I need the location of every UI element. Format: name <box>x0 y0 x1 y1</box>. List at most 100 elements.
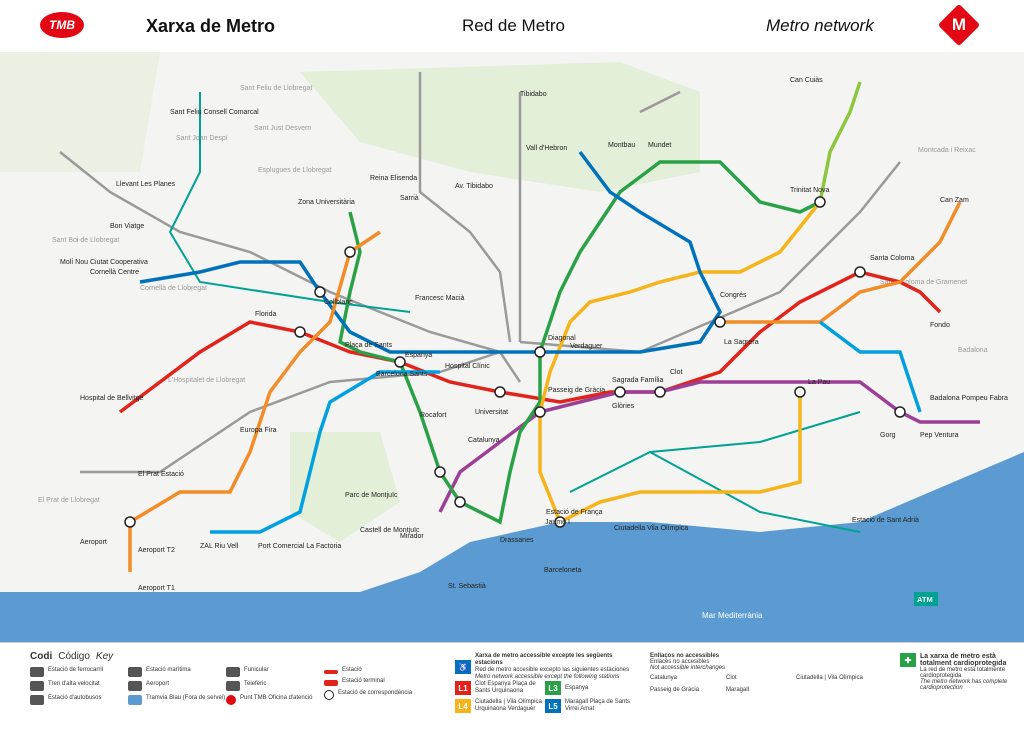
station-label: Florida <box>255 311 277 318</box>
header: TMB Xarxa de Metro Red de Metro Metro ne… <box>0 0 1024 52</box>
station-label: Barceloneta <box>544 567 581 574</box>
interchange-icon <box>324 690 334 700</box>
line-l11 <box>818 81 862 203</box>
station-label: Mundet <box>648 142 671 149</box>
station-label: Llevant Les Planes <box>116 181 176 188</box>
hood-sant-just: Sant Just Desvern <box>254 125 311 132</box>
svg-text:ATM: ATM <box>917 595 933 604</box>
cardioprotection-note: ✚ La xarxa de metro està totalment cardi… <box>900 653 1015 691</box>
station-label: Can Cuiàs <box>790 77 823 84</box>
station-label: Aeroport T2 <box>138 547 175 554</box>
station-label: Estació de França <box>546 509 603 516</box>
cable-car-icon <box>226 681 240 691</box>
station-label: Hospital Clínic <box>445 363 490 370</box>
station-label: Ciutadella Vila Olímpica <box>614 525 688 532</box>
station-label: Can Zam <box>940 197 969 204</box>
station-label: Jaume I <box>545 519 570 526</box>
station-label: Europa Fira <box>240 427 277 434</box>
west-park <box>0 52 160 172</box>
station-label: Zona Universitària <box>298 199 355 206</box>
station-label: Aeroport T1 <box>138 585 175 592</box>
hood-el-prat: El Prat de Llobregat <box>38 497 100 504</box>
station-label: Diagonal <box>548 335 576 342</box>
title-english: Metro network <box>766 16 874 35</box>
airplane-icon <box>128 681 142 691</box>
legend-col-2: Estació marítima Aeroport Tramvia Blau (… <box>128 667 228 709</box>
ferry-icon <box>128 667 142 677</box>
station-label: Parc de Montjuïc <box>345 492 398 499</box>
station-label: Espanya <box>405 352 432 359</box>
station-label: Aeroport <box>80 539 107 546</box>
hood-sant-boi: Sant Boi de Llobregat <box>52 237 119 244</box>
station-label: Sagrada Família <box>612 377 663 384</box>
tmb-logo: TMB <box>40 12 84 38</box>
station-label: Hospital de Bellvitge <box>80 395 144 402</box>
line-l3 <box>338 160 821 525</box>
station-label: Estació de Sant Adrià <box>852 517 919 524</box>
station-label: Trinitat Nova <box>790 187 830 194</box>
station-label: Port Comercial La Factoria <box>258 543 341 550</box>
neighborhood-labels: Sant Joan Despí Esplugues de Llobregat S… <box>38 85 988 504</box>
station-label: Tibidabo <box>520 91 547 98</box>
station-label: Passeig de Gràcia <box>548 387 605 394</box>
station-label: Clot <box>670 369 683 376</box>
tram-lines <box>168 92 861 533</box>
station-label: El Prat Estació <box>138 471 184 478</box>
legend-col-3: Funicular Telefèric Punt TMB Oficina d'a… <box>226 667 326 709</box>
wheelchair-icon: ♿ <box>455 660 471 674</box>
station-label: Glòries <box>612 403 635 410</box>
station-label: Barcelona Sants <box>376 371 428 378</box>
station-label: Drassanes <box>500 537 534 544</box>
interchange-circles <box>124 196 906 528</box>
legend-col-1: Estació de ferrocarril Tren d'alta veloc… <box>30 667 130 709</box>
station-label: Bon Viatge <box>110 223 144 230</box>
info-icon <box>226 695 236 705</box>
station-label: Rocafort <box>420 412 447 419</box>
metro-logo-icon: M <box>937 3 981 47</box>
station-label: Santa Coloma <box>870 255 914 262</box>
station-label: Universitat <box>475 409 508 416</box>
bus-icon <box>30 695 44 705</box>
sea-label: Mar Mediterrània <box>702 611 763 620</box>
hood-sant-joan-despi: Sant Joan Despí <box>176 135 228 142</box>
funicular-icon <box>226 667 240 677</box>
terminus-icon <box>324 680 338 686</box>
sea <box>0 452 1024 642</box>
station-label: St. Sebastià <box>448 583 486 590</box>
station-label: Collblanc <box>324 299 353 306</box>
station-label: Vall d'Hebron <box>526 145 567 152</box>
station-label: Castell de Montjuïc <box>360 527 420 534</box>
line-l4 <box>538 200 822 525</box>
high-speed-train-icon <box>30 681 44 691</box>
station-label: Sarrià <box>400 195 419 202</box>
hood-santa-coloma: Santa Coloma de Gramenet <box>880 279 967 286</box>
title-spanish: Red de Metro <box>462 16 565 35</box>
station-label: Catalunya <box>468 437 500 444</box>
station-label: Badalona Pompeu Fabra <box>930 395 1008 402</box>
line-l1 <box>118 270 942 414</box>
line-l9 <box>128 201 962 572</box>
hood-montcada: Montcada i Reixac <box>918 147 976 154</box>
station-label: Mirador <box>400 533 424 540</box>
station-label: Cornellà Centre <box>90 269 139 276</box>
hood-esplugues: Esplugues de Llobregat <box>258 167 332 174</box>
montjuic-park <box>290 432 400 542</box>
station-icon <box>324 670 338 674</box>
title-catalan: Xarxa de Metro <box>146 16 276 36</box>
station-label: Fondo <box>930 322 950 329</box>
tram-icon <box>128 695 142 705</box>
line-l2 <box>438 380 980 513</box>
legend-col-4: Estació Estació terminal Estació de corr… <box>324 667 424 704</box>
station-label: Verdaguer <box>570 343 603 350</box>
station-label: Sant Feliu Consell Comarcal <box>170 109 259 116</box>
hood-hospitalet: L'Hospitalet de Llobregat <box>168 377 245 384</box>
accessibility-note: ♿ Xarxa de metro accessible excepte les … <box>455 653 635 685</box>
station-label: Pep Ventura <box>920 432 959 439</box>
station-labels: Hospital de Bellvitge Florida Plaça de S… <box>60 77 1008 592</box>
collserola-park <box>300 62 700 192</box>
heart-icon: ✚ <box>900 653 916 667</box>
station-label: Montbau <box>608 142 635 149</box>
